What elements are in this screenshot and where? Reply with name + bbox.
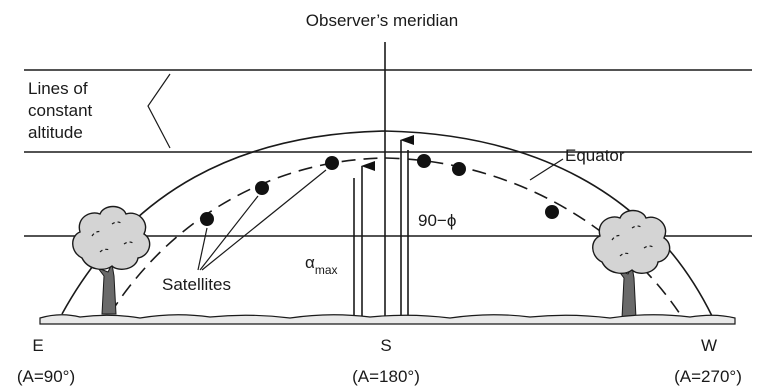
satellites	[200, 154, 559, 226]
constant-altitude-pointer	[147, 73, 171, 149]
ground	[39, 314, 736, 325]
colatitude-label: 90−ϕ	[418, 211, 456, 230]
west-letter: W	[701, 336, 717, 355]
satellites-label: Satellites	[162, 275, 231, 294]
constant-altitude-label: Lines of constant altitude	[22, 72, 142, 148]
satellite	[545, 205, 559, 219]
satellite	[417, 154, 431, 168]
constant-altitude-line-2: constant	[28, 101, 93, 120]
constant-altitude-line-3: altitude	[28, 123, 83, 142]
satellite	[200, 212, 214, 226]
equator-pointer	[529, 158, 564, 181]
meridian-label: Observer’s meridian	[306, 11, 458, 30]
east-letter: E	[32, 336, 43, 355]
satellite	[452, 162, 466, 176]
equator-label: Equator	[565, 146, 625, 165]
satellite	[255, 181, 269, 195]
constant-altitude-line-1: Lines of	[28, 79, 88, 98]
south-azimuth: (A=180°)	[352, 367, 420, 386]
satellites-pointers	[197, 169, 327, 271]
west-azimuth: (A=270°)	[674, 367, 742, 386]
south-letter: S	[380, 336, 391, 355]
satellite	[325, 156, 339, 170]
tree-icon-right	[592, 209, 671, 319]
alpha-max-label: αmax	[305, 253, 338, 277]
east-azimuth: (A=90°)	[17, 367, 75, 386]
tree-icon-left	[72, 205, 151, 315]
